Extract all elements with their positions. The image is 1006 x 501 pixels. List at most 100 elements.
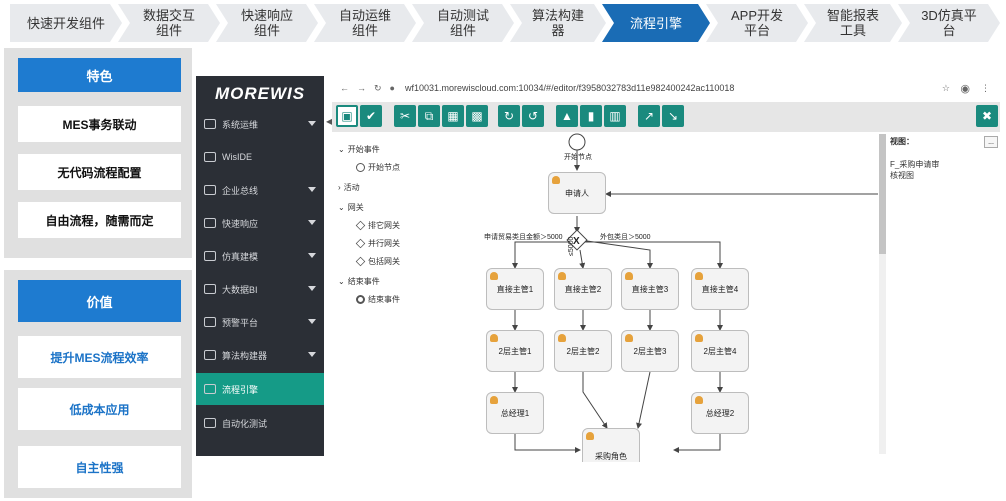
alert-icon — [204, 317, 216, 327]
copy-icon[interactable]: ⧉ — [418, 105, 440, 127]
chevron-down-icon: ⌄ — [338, 277, 345, 286]
align-center-icon[interactable]: ▮ — [580, 105, 602, 127]
properties-panel: 视图： F_采购申请审 核视图 — [890, 136, 998, 181]
flow-connectors: X — [512, 133, 878, 453]
palette-group-end[interactable]: ⌄结束事件 — [338, 276, 380, 287]
nav-item-3d-sim[interactable]: 3D仿真平台 — [898, 4, 1000, 42]
lock-icon: ● — [389, 83, 395, 93]
sidebar-item-wiside[interactable]: WisIDE — [196, 141, 324, 173]
align-icon[interactable]: ▲ — [556, 105, 578, 127]
palette-end-node[interactable]: 结束事件 — [356, 294, 400, 305]
connect-icon[interactable]: ▥ — [604, 105, 626, 127]
canvas-scrollbar[interactable] — [879, 134, 886, 454]
node-level2-2[interactable]: 2层主管2 — [554, 330, 612, 372]
scrollbar-thumb[interactable] — [879, 134, 886, 254]
undo-icon[interactable]: ↺ — [522, 105, 544, 127]
bend-up-icon[interactable]: ↗ — [638, 105, 660, 127]
save-icon[interactable]: ▣ — [336, 105, 358, 127]
cut-icon[interactable]: ✂ — [394, 105, 416, 127]
nav-item-rapid-dev[interactable]: 快速开发组件 — [10, 4, 122, 42]
nav-item-smart-report[interactable]: 智能报表工具 — [804, 4, 902, 42]
account-icon[interactable]: ◉ — [960, 82, 970, 95]
node-manager-4[interactable]: 直接主管4 — [691, 268, 749, 310]
nav-label: 智能报表工具 — [826, 8, 879, 38]
refresh-icon — [204, 251, 216, 261]
node-gm-2[interactable]: 总经理2 — [691, 392, 749, 434]
flow-canvas[interactable]: X 开始节点 申请贸易类且金额＞5000 外包类且＞5000 ≤5000 申请人… — [440, 132, 880, 462]
values-title: 价值 — [18, 280, 181, 322]
node-label: 2层主管4 — [703, 346, 737, 356]
node-manager-1[interactable]: 直接主管1 — [486, 268, 544, 310]
nav-label: 快速响应组件 — [240, 8, 293, 38]
node-manager-3[interactable]: 直接主管3 — [621, 268, 679, 310]
nav-item-flow-engine[interactable]: 流程引擎 — [602, 4, 710, 42]
sidebar-item-bigdata-bi[interactable]: 大数据BI — [196, 273, 324, 305]
node-label: 直接主管1 — [496, 284, 534, 294]
sidebar-label: 系统运维 — [222, 119, 259, 130]
chevron-down-icon: ⌄ — [338, 145, 345, 154]
clock-icon — [204, 218, 216, 228]
palette-inclusive-gateway[interactable]: 包括网关 — [355, 256, 400, 267]
collapse-sidebar-icon[interactable]: ◀ — [326, 114, 336, 128]
node-level2-1[interactable]: 2层主管1 — [486, 330, 544, 372]
redo-icon[interactable]: ↻ — [498, 105, 520, 127]
caret-down-icon — [308, 319, 316, 324]
back-icon[interactable]: ← — [340, 83, 349, 93]
palette-group-activity[interactable]: ›活动 — [338, 182, 360, 193]
node-level2-3[interactable]: 2层主管3 — [621, 330, 679, 372]
nav-item-auto-ops[interactable]: 自动运维组件 — [314, 4, 416, 42]
reload-icon[interactable]: ↻ — [374, 82, 382, 93]
star-icon[interactable]: ☆ — [941, 82, 950, 93]
nav-item-app-platform[interactable]: APP开发平台 — [706, 4, 808, 42]
nav-label: 流程引擎 — [629, 15, 682, 31]
node-label: 申请人 — [565, 188, 589, 198]
node-label: 直接主管3 — [631, 284, 669, 294]
node-applicant[interactable]: 申请人 — [548, 172, 606, 214]
palette-group-gateway[interactable]: ⌄网关 — [338, 202, 364, 213]
sidebar-item-simulation[interactable]: 仿真建模 — [196, 240, 324, 272]
sidebar-item-sys-ops[interactable]: 系统运维 — [196, 108, 324, 140]
sidebar-item-alert[interactable]: 预警平台 — [196, 306, 324, 338]
feature-item: 无代码流程配置 — [18, 154, 181, 190]
sidebar-item-flow-engine[interactable]: 流程引擎 — [196, 373, 324, 405]
palette-group-start[interactable]: ⌄开始事件 — [338, 144, 380, 155]
sidebar-item-quick-response[interactable]: 快速响应 — [196, 207, 324, 239]
feature-item: MES事务联动 — [18, 106, 181, 142]
node-level2-4[interactable]: 2层主管4 — [691, 330, 749, 372]
delete-icon[interactable]: ▩ — [466, 105, 488, 127]
flow-icon — [204, 384, 216, 394]
sidebar-item-auto-test[interactable]: 自动化测试 — [196, 407, 324, 439]
sidebar-item-algorithm[interactable]: 算法构建器 — [196, 339, 324, 371]
more-button[interactable]: ... — [984, 136, 998, 148]
forward-icon[interactable]: → — [357, 83, 366, 93]
nav-label: 自动测试组件 — [436, 8, 489, 38]
node-purchase[interactable]: 采购角色 — [582, 428, 640, 462]
user-icon — [625, 334, 633, 342]
node-label: 采购角色 — [595, 451, 627, 461]
nav-item-algorithm-builder[interactable]: 算法构建器 — [510, 4, 606, 42]
start-node-label: 开始节点 — [564, 154, 592, 161]
paste-icon[interactable]: ▦ — [442, 105, 464, 127]
palette-exclusive-gateway[interactable]: 排它网关 — [355, 220, 400, 231]
palette-start-node[interactable]: 开始节点 — [356, 162, 400, 173]
palette-label: 开始事件 — [347, 145, 380, 154]
sidebar-item-enterprise-bus[interactable]: 企业总线 — [196, 174, 324, 206]
node-manager-2[interactable]: 直接主管2 — [554, 268, 612, 310]
url-bar[interactable]: wf10031.morewiscloud.com:10034/#/editor/… — [404, 83, 735, 93]
user-icon — [490, 334, 498, 342]
close-icon[interactable]: ✖ — [976, 105, 998, 127]
nav-item-quick-response[interactable]: 快速响应组件 — [216, 4, 318, 42]
node-label: 2层主管3 — [633, 346, 667, 356]
check-icon[interactable]: ✔ — [360, 105, 382, 127]
menu-icon[interactable]: ⋮ — [981, 82, 990, 93]
bend-down-icon[interactable]: ↘ — [662, 105, 684, 127]
nav-item-auto-test[interactable]: 自动测试组件 — [412, 4, 514, 42]
nav-item-data-interaction[interactable]: 数据交互组件 — [118, 4, 220, 42]
start-event-icon — [356, 163, 365, 172]
properties-line: 核视图 — [890, 171, 914, 180]
palette-parallel-gateway[interactable]: 并行网关 — [355, 238, 400, 249]
parallel-gateway-icon — [355, 238, 366, 249]
nav-label: APP开发平台 — [730, 8, 783, 38]
nav-label: 自动运维组件 — [338, 8, 391, 38]
node-gm-1[interactable]: 总经理1 — [486, 392, 544, 434]
